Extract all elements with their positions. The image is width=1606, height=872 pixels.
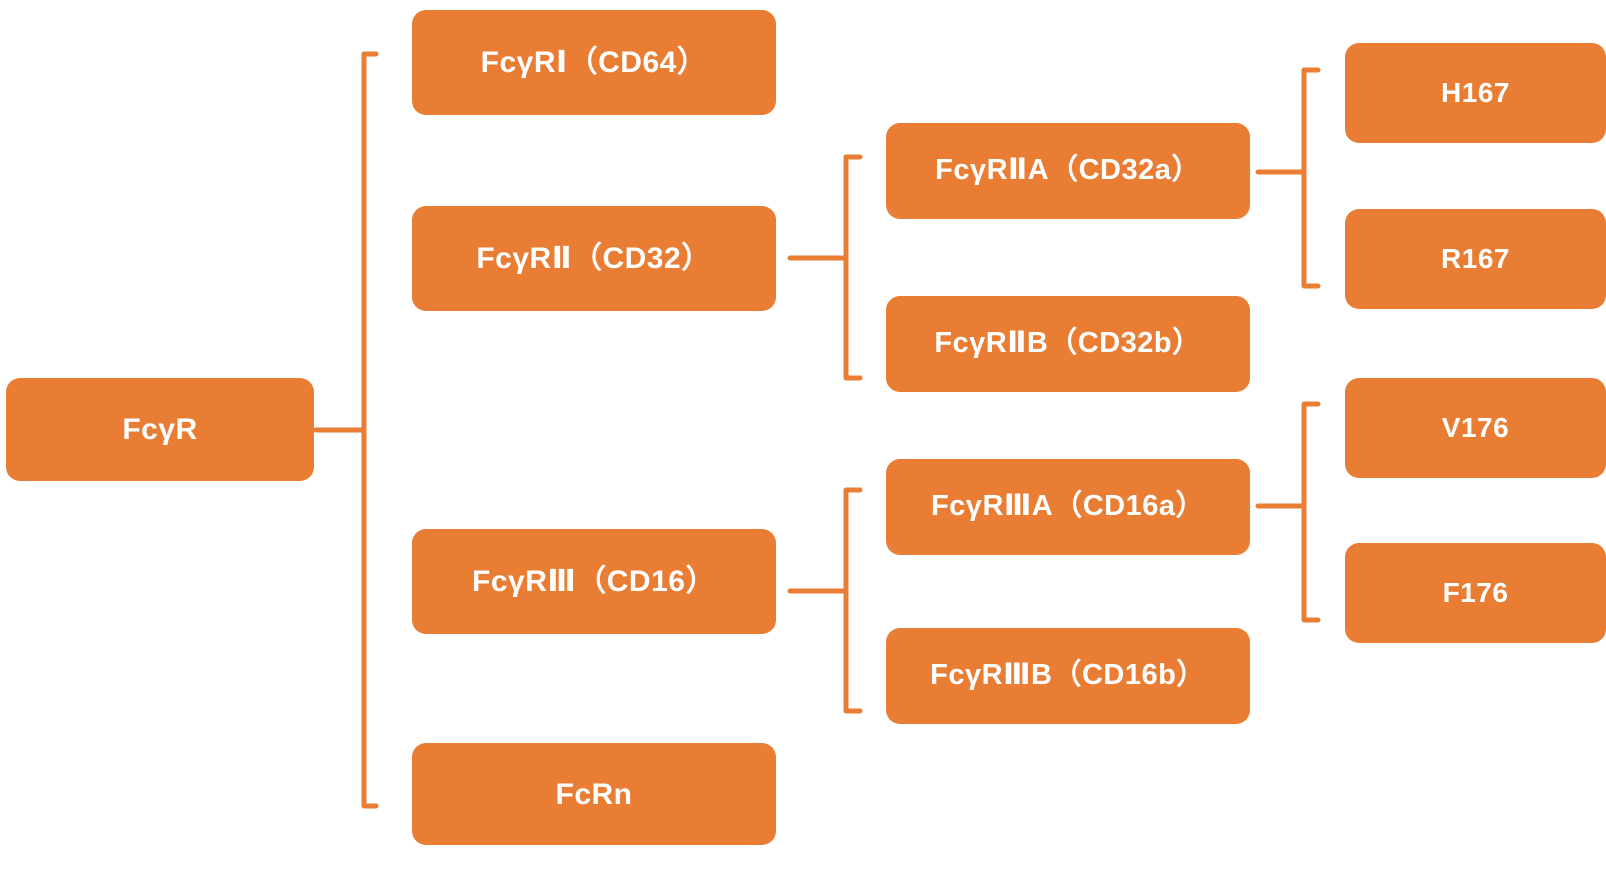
node-fcrn[interactable]: FcRn [412,743,776,845]
node-fcgr2-cd32[interactable]: FcγRⅡ（CD32） [412,206,776,311]
node-fcgr3-cd16[interactable]: FcγRⅢ（CD16） [412,529,776,634]
node-fcgr3a-cd16a[interactable]: FcγRⅢA（CD16a） [886,459,1250,555]
node-fcgr3b-cd16b[interactable]: FcγRⅢB（CD16b） [886,628,1250,724]
node-variant-h167[interactable]: H167 [1345,43,1606,143]
connector-root-to-level2 [313,40,426,820]
node-fcgr2a-cd32a[interactable]: FcγRⅡA（CD32a） [886,123,1250,219]
node-label: FcγRⅡ（CD32） [476,242,712,275]
node-variant-r167[interactable]: R167 [1345,209,1606,309]
connector-fcgr2-to-subtypes [787,145,894,390]
node-label: FcγRⅢ（CD16） [472,565,716,598]
node-fcgr1-cd64[interactable]: FcγRⅠ（CD64） [412,10,776,115]
node-label: F176 [1442,576,1509,608]
node-label: FcγRⅢA（CD16a） [930,490,1206,523]
connector-cd32a-to-variants [1255,58,1354,298]
node-label: H167 [1441,76,1510,108]
node-label: V176 [1441,411,1510,443]
node-label: R167 [1441,242,1510,274]
node-variant-f176[interactable]: F176 [1345,543,1606,643]
node-label: FcγRⅡB（CD32b） [934,327,1202,360]
node-label: FcγR [122,413,198,446]
node-fcgr2b-cd32b[interactable]: FcγRⅡB（CD32b） [886,296,1250,392]
node-label: FcRn [555,777,633,811]
node-label: FcγRⅡA（CD32a） [935,154,1201,187]
node-label: FcγRⅢB（CD16b） [930,659,1206,692]
node-fcgr-root[interactable]: FcγR [6,378,314,481]
node-label: FcγRⅠ（CD64） [480,46,708,79]
connector-fcgr3-to-subtypes [787,478,894,723]
node-variant-v176[interactable]: V176 [1345,378,1606,478]
connector-cd16a-to-variants [1255,392,1354,632]
